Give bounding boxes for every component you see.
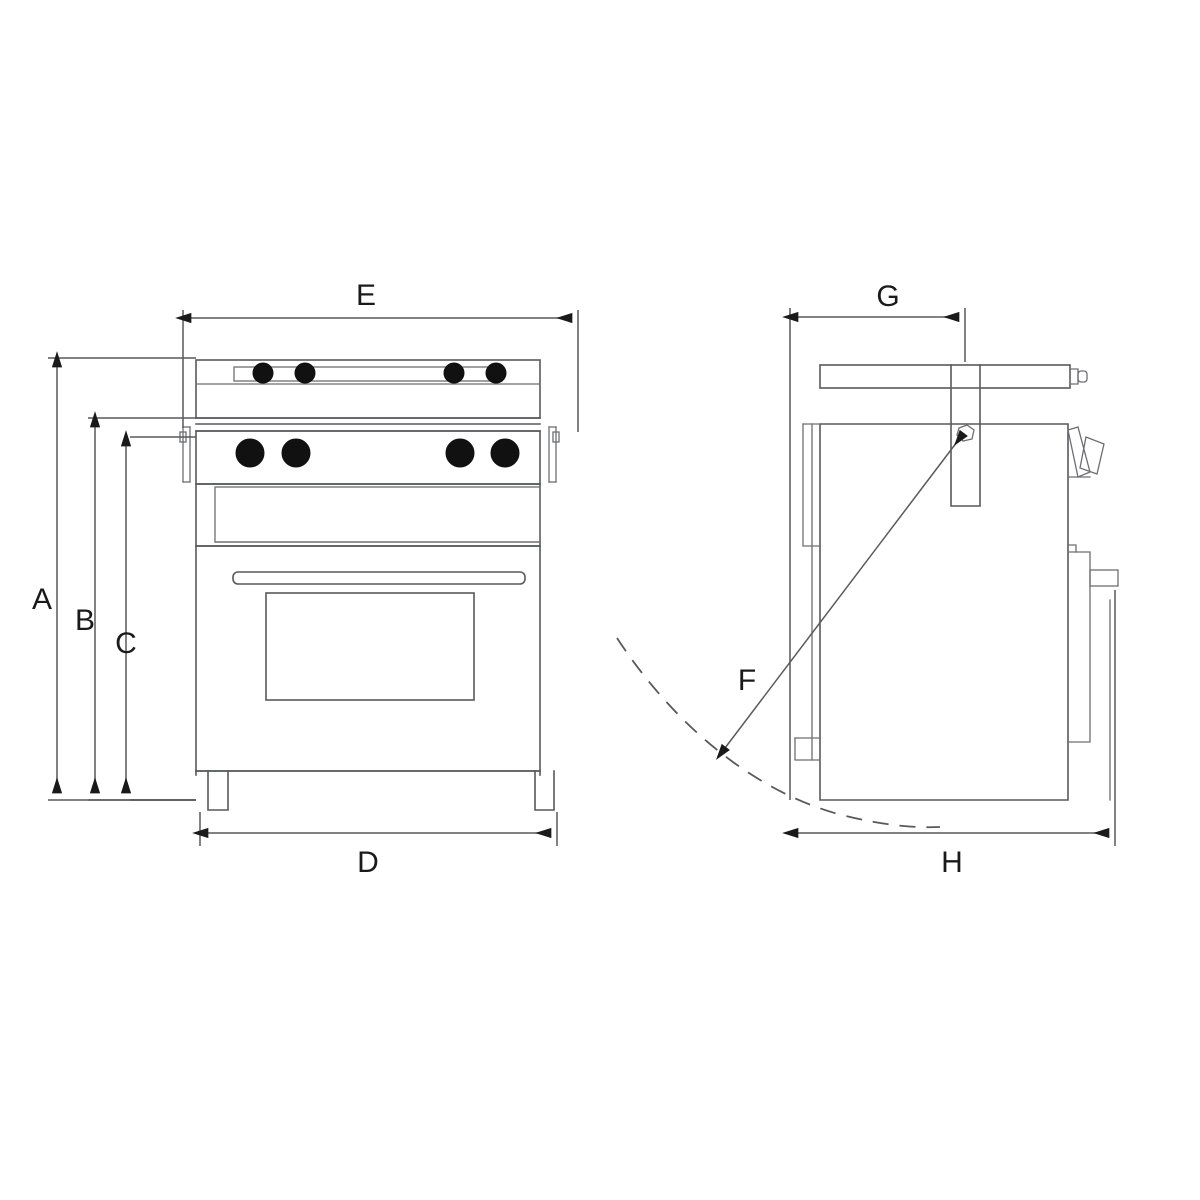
side-body-outline (819, 423, 1069, 801)
dimension-label-G: G (876, 280, 899, 313)
upper-recess-panel (195, 483, 541, 547)
dimension-F-leader (716, 429, 968, 760)
side-door-panel (794, 423, 821, 761)
control-knobs[interactable] (235, 438, 520, 468)
top-handle-rail[interactable] (819, 364, 1088, 389)
front-side-trim-rails (179, 426, 560, 483)
dimension-B: B (75, 411, 196, 801)
dimension-A: A (32, 351, 196, 801)
dimension-label-H: H (941, 846, 963, 879)
dimension-G: G (782, 280, 966, 800)
dimension-D: D (192, 812, 558, 879)
oven-door-handle[interactable] (232, 571, 526, 585)
dimension-H: H (782, 590, 1116, 879)
dimension-label-A: A (32, 583, 52, 616)
dimension-label-E: E (356, 279, 376, 312)
dimension-label-B: B (75, 604, 95, 637)
dimension-F: F (738, 664, 756, 697)
dimension-label-C: C (115, 627, 137, 660)
oven-cabinet-body (195, 545, 541, 772)
backguard-indicator-dots[interactable] (252, 362, 507, 384)
rear-connection-block (1067, 544, 1119, 801)
oven-door-window (265, 592, 475, 701)
base-and-legs (195, 770, 555, 811)
handle-bracket (950, 364, 981, 507)
dimension-label-F: F (738, 664, 756, 697)
worktop-band (195, 417, 541, 432)
dimension-C: C (115, 430, 196, 801)
front-elevation-view (179, 359, 560, 811)
door-swing-arc (616, 637, 941, 829)
dimension-label-D: D (357, 846, 379, 879)
dimension-E: E (175, 279, 579, 432)
side-elevation-view (616, 364, 1119, 829)
rear-lever-tab[interactable] (1067, 426, 1105, 478)
